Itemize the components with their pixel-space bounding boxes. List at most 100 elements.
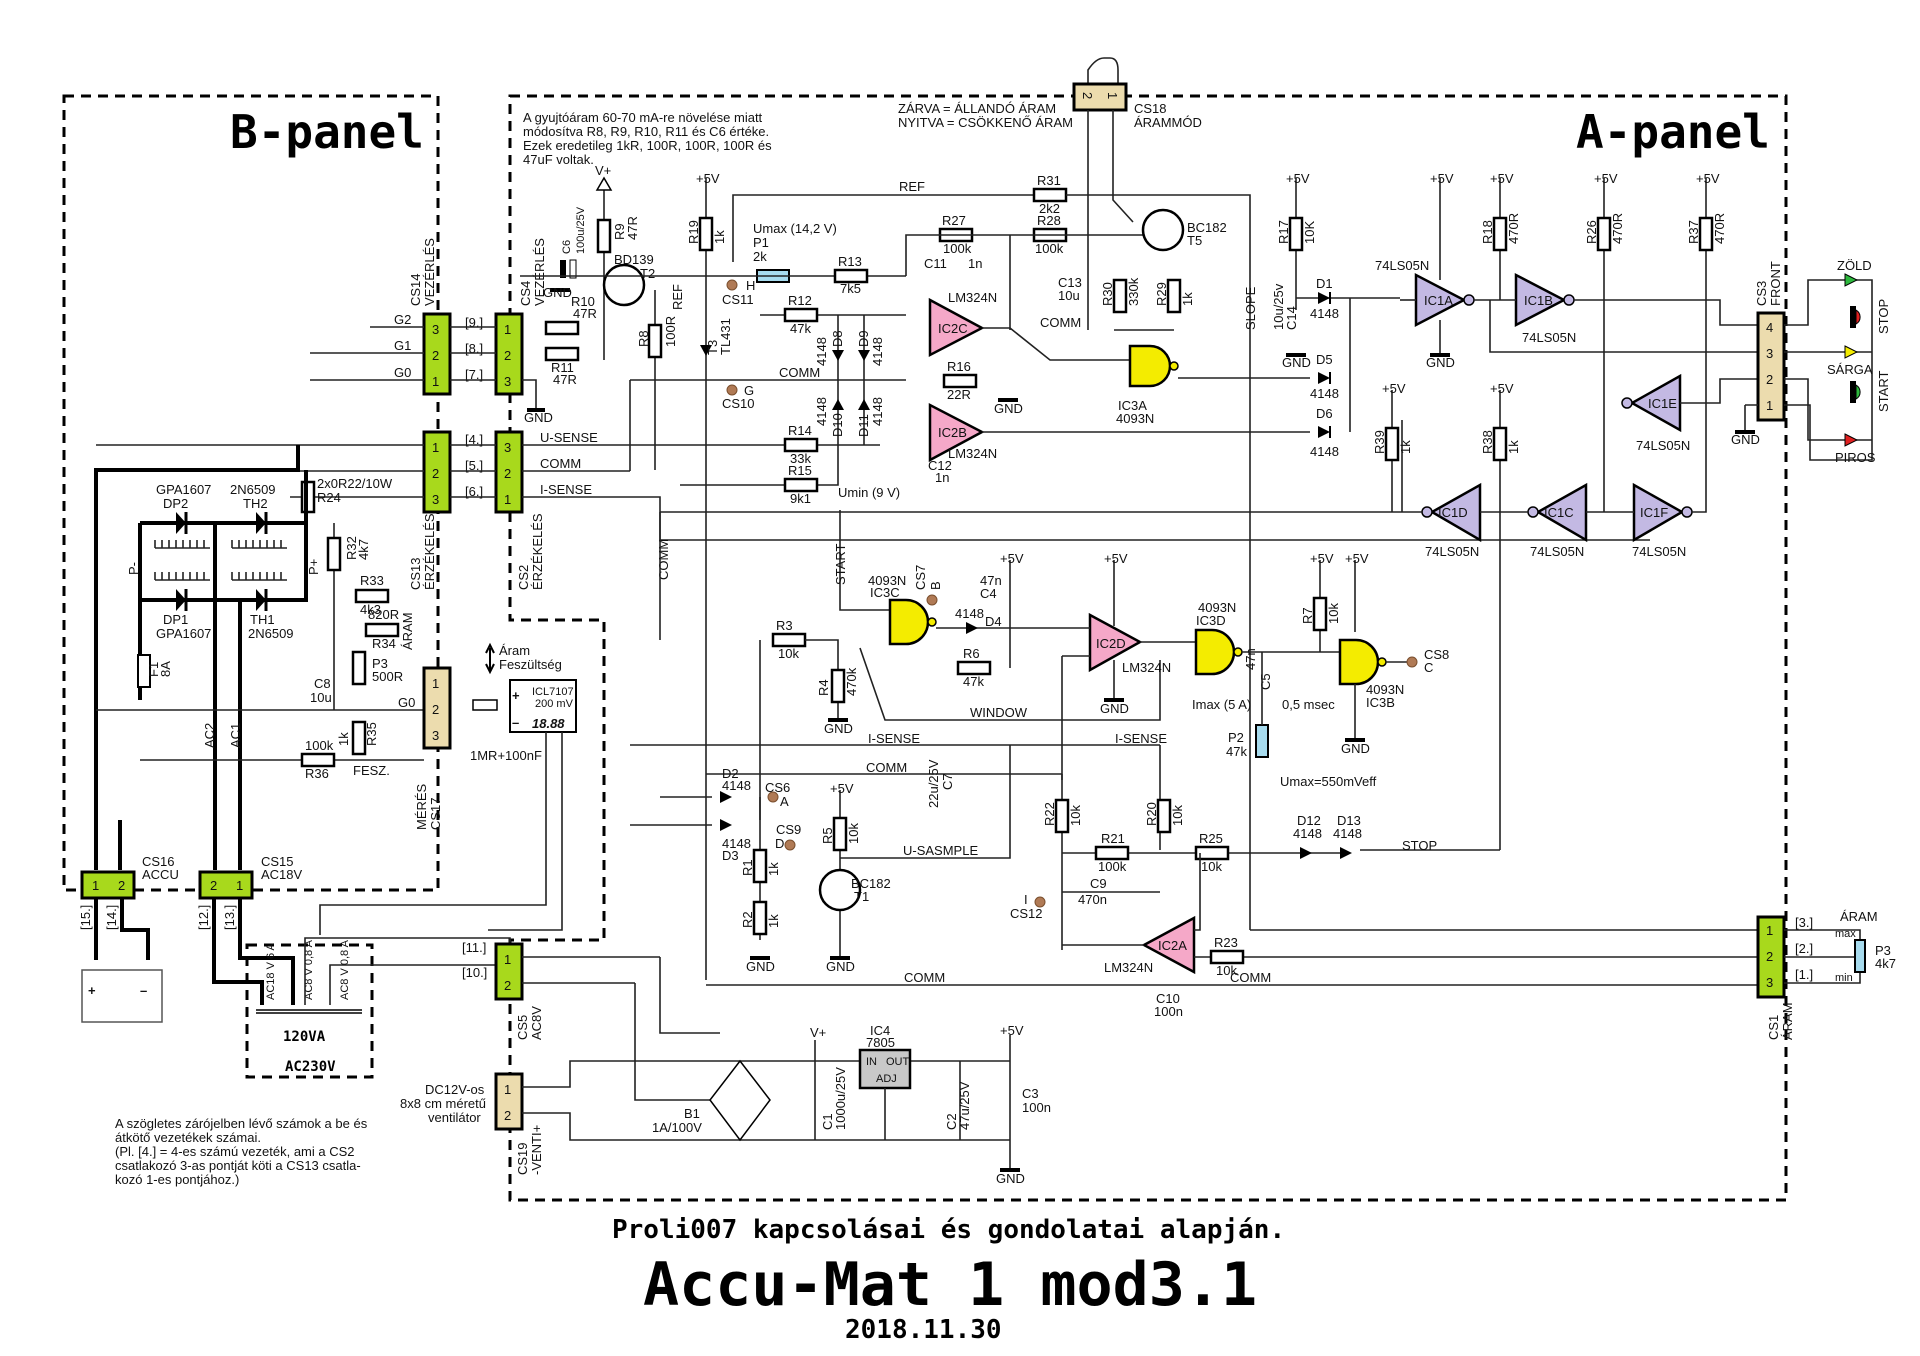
svg-text:470R: 470R bbox=[1506, 213, 1521, 244]
svg-text:R23: R23 bbox=[1214, 935, 1238, 950]
svg-text:P1: P1 bbox=[753, 235, 769, 250]
svg-text:R32: R32 bbox=[344, 536, 359, 560]
resistor-r12 bbox=[783, 307, 819, 323]
measurement-switch[interactable]: Áram Feszültség 1MR+100nF bbox=[470, 642, 562, 763]
connector-cs19[interactable]: 1 2 CS19 -VENTI+ bbox=[494, 1072, 544, 1175]
svg-text:CS16: CS16 bbox=[142, 854, 175, 869]
connector-cs18[interactable]: 2 1 CS18 ÁRAMMÓD bbox=[1072, 57, 1202, 130]
potentiometer-p3-front[interactable]: ÁRAM max min P3 4k7 bbox=[1835, 909, 1896, 984]
resistor-r1 bbox=[752, 848, 768, 884]
svg-text:4k7: 4k7 bbox=[356, 539, 371, 560]
svg-text:R13: R13 bbox=[838, 254, 862, 269]
svg-text:CS17: CS17 bbox=[428, 797, 443, 830]
svg-text:COMM: COMM bbox=[904, 970, 945, 985]
svg-text:R15: R15 bbox=[788, 463, 812, 478]
svg-text:2k: 2k bbox=[753, 249, 767, 264]
svg-text:R28: R28 bbox=[1037, 213, 1061, 228]
svg-text:VEZÉRLÉS: VEZÉRLÉS bbox=[422, 238, 437, 306]
svg-text:2: 2 bbox=[1766, 949, 1773, 964]
connector-cs15[interactable]: 2 1 CS15 AC18V bbox=[198, 854, 303, 900]
svg-text:R19: R19 bbox=[686, 220, 701, 244]
svg-text:IC1F: IC1F bbox=[1640, 505, 1668, 520]
opamp-ic2d: IC2D LM324N bbox=[1088, 612, 1171, 675]
button-start[interactable]: START bbox=[1850, 371, 1891, 412]
svg-text:IC2B: IC2B bbox=[938, 425, 967, 440]
svg-text:átkötő vezetékek számai.: átkötő vezetékek számai. bbox=[115, 1130, 261, 1145]
svg-text:CS8: CS8 bbox=[1424, 647, 1449, 662]
testpoint-cs10[interactable] bbox=[726, 384, 738, 396]
svg-text:[11.]: [11.] bbox=[462, 940, 486, 955]
svg-text:+5V: +5V bbox=[1382, 381, 1406, 396]
svg-text:10k: 10k bbox=[1201, 859, 1222, 874]
svg-text:1: 1 bbox=[504, 322, 511, 337]
testpoint-cs12[interactable] bbox=[1034, 896, 1046, 908]
net-i-sense: I-SENSE bbox=[540, 482, 592, 497]
svg-text:–: – bbox=[512, 715, 519, 730]
svg-text:+5V: +5V bbox=[1490, 381, 1514, 396]
svg-text:C1: C1 bbox=[820, 1113, 835, 1130]
svg-text:R14: R14 bbox=[788, 423, 812, 438]
button-stop[interactable]: STOP bbox=[1850, 299, 1891, 334]
testpoint-cs8[interactable] bbox=[1406, 656, 1418, 668]
svg-text:D3: D3 bbox=[722, 848, 739, 863]
testpoint-cs9[interactable] bbox=[784, 839, 796, 851]
potentiometer-p3-b[interactable] bbox=[351, 650, 367, 686]
connector-cs17[interactable]: 1 2 3 MÉRÉS CS17 bbox=[414, 666, 452, 830]
svg-text:8A: 8A bbox=[158, 661, 173, 677]
testpoint-cs6[interactable] bbox=[767, 791, 779, 803]
svg-text:IC3C: IC3C bbox=[870, 585, 900, 600]
title-main: Accu-Mat 1 mod3.1 bbox=[643, 1250, 1257, 1320]
testpoint-cs11[interactable] bbox=[726, 279, 738, 291]
inverter-ic1e: IC1E 74LS05N bbox=[1621, 373, 1690, 453]
svg-text:BC182: BC182 bbox=[851, 876, 891, 891]
svg-text:I: I bbox=[1024, 892, 1028, 907]
svg-text:P2: P2 bbox=[1228, 730, 1244, 745]
modification-note: A gyujtóáram 60-70 mA-re növelése miatt … bbox=[523, 110, 772, 167]
connector-cs1[interactable]: 1 2 3 CS1 ÁRAM bbox=[1756, 915, 1795, 1040]
svg-text:COMM: COMM bbox=[779, 365, 820, 380]
resistor-r22 bbox=[1054, 798, 1070, 834]
bridge-rectifier-b1: B1 1A/100V bbox=[652, 1059, 771, 1142]
svg-text:min: min bbox=[1835, 972, 1853, 984]
svg-text:D6: D6 bbox=[1316, 406, 1333, 421]
svg-text:R4: R4 bbox=[816, 679, 831, 696]
connector-cs16[interactable]: 1 2 CS16 ACCU bbox=[80, 854, 179, 900]
svg-text:–: – bbox=[140, 983, 147, 998]
svg-text:+: + bbox=[88, 983, 96, 998]
svg-text:22R: 22R bbox=[947, 387, 971, 402]
svg-text:3: 3 bbox=[504, 374, 511, 389]
connector-cs14[interactable]: 3 2 1 CS14 VEZÉRLÉS bbox=[408, 238, 452, 396]
svg-text:R29: R29 bbox=[1154, 282, 1169, 306]
connector-cs2[interactable]: 3 2 1 CS2 ÉRZÉKELÉS bbox=[494, 430, 545, 590]
svg-text:IC1B: IC1B bbox=[1524, 293, 1553, 308]
svg-text:4148: 4148 bbox=[722, 778, 751, 793]
svg-text:Ezek eredetileg 1kR, 100R, 100: Ezek eredetileg 1kR, 100R, 100R, 100R és bbox=[523, 138, 772, 153]
svg-text:1A/100V: 1A/100V bbox=[652, 1120, 702, 1135]
svg-text:4148: 4148 bbox=[1310, 444, 1339, 459]
svg-text:ZÖLD: ZÖLD bbox=[1837, 258, 1872, 273]
svg-text:T5: T5 bbox=[1187, 233, 1202, 248]
svg-text:R11: R11 bbox=[551, 360, 574, 375]
svg-text:R25: R25 bbox=[1199, 831, 1223, 846]
svg-text:AC230V: AC230V bbox=[285, 1059, 336, 1075]
svg-text:CS19: CS19 bbox=[515, 1142, 530, 1175]
connector-cs13[interactable]: 1 2 3 CS13 ÉRZÉKELÉS bbox=[408, 430, 452, 590]
svg-text:1: 1 bbox=[1766, 398, 1773, 413]
svg-text:D12: D12 bbox=[1297, 813, 1321, 828]
svg-text:3: 3 bbox=[432, 492, 439, 507]
connector-cs5[interactable]: 1 2 CS5 AC8V bbox=[494, 942, 544, 1040]
svg-text:A gyujtóáram 60-70 mA-re növel: A gyujtóáram 60-70 mA-re növelése miatt bbox=[523, 110, 763, 125]
svg-text:C7: C7 bbox=[940, 773, 955, 790]
opamp-ic2c: IC2C LM324N bbox=[928, 290, 997, 358]
testpoint-cs7[interactable] bbox=[926, 594, 938, 606]
svg-text:1: 1 bbox=[504, 1082, 511, 1097]
potentiometer-p2[interactable] bbox=[1255, 724, 1269, 758]
svg-text:GND: GND bbox=[524, 410, 553, 425]
svg-text:IN: IN bbox=[866, 1056, 877, 1068]
net-comm: COMM bbox=[540, 456, 581, 471]
svg-text:R1: R1 bbox=[740, 859, 755, 876]
svg-text:10k: 10k bbox=[778, 646, 799, 661]
svg-text:10u: 10u bbox=[310, 690, 332, 705]
connector-cs4[interactable]: 1 2 3 CS4 VEZÉRLÉS bbox=[494, 238, 547, 396]
connector-cs3[interactable]: 4 3 2 1 CS3 FRONT bbox=[1754, 261, 1786, 422]
